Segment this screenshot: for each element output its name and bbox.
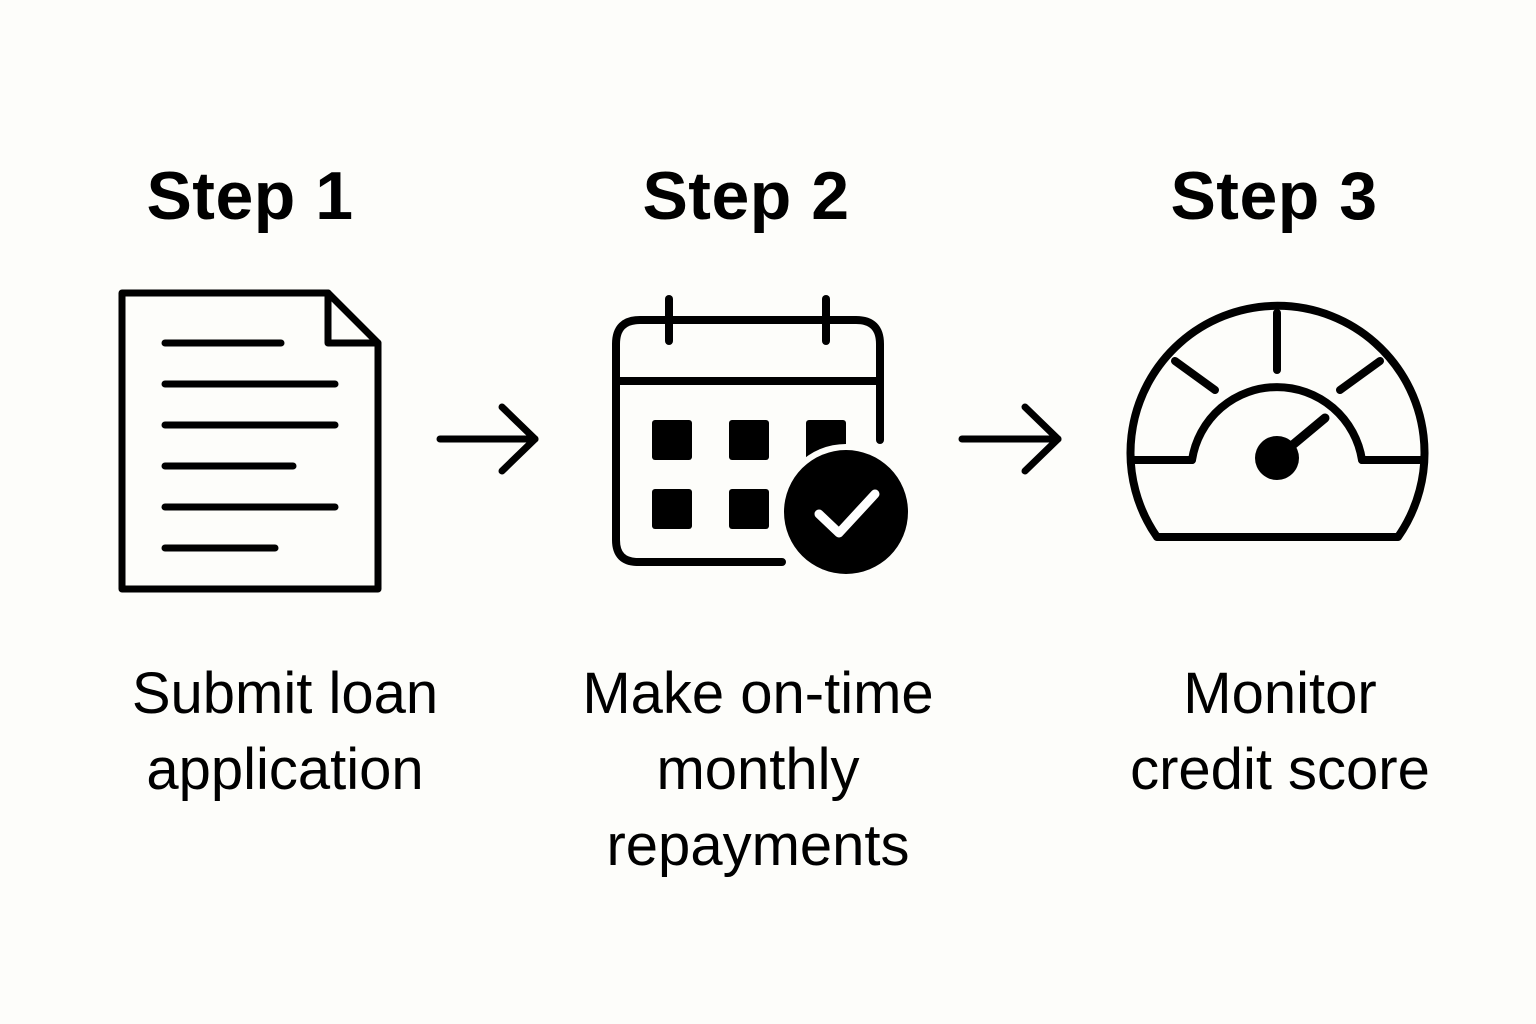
step-3-label: Monitor credit score (1050, 656, 1510, 808)
step-1-title: Step 1 (146, 158, 354, 234)
step-3-label-line-2: credit score (1130, 737, 1430, 802)
step-2-label-line-1: Make on-time (582, 661, 934, 726)
step-3-title: Step 3 (1170, 158, 1378, 234)
arrow-right-icon (436, 403, 539, 475)
step-2-label-line-2: monthly (656, 737, 860, 802)
step-1-label-line-2: application (146, 737, 424, 802)
calendar-check-icon (612, 295, 914, 580)
gauge-needle-hub (1255, 436, 1299, 480)
step-2-title: Step 2 (642, 158, 850, 234)
step-1-label-line-1: Submit loan (131, 661, 439, 726)
step-2-label: Make on-time monthly repayments (528, 656, 988, 884)
gauge-icon (1126, 301, 1429, 541)
step-1-label: Submit loan application (55, 656, 515, 808)
step-2-label-line-3: repayments (606, 813, 910, 878)
step-3-label-line-1: Monitor (1183, 661, 1377, 726)
arrow-right-icon (958, 403, 1062, 475)
document-icon (118, 289, 382, 593)
